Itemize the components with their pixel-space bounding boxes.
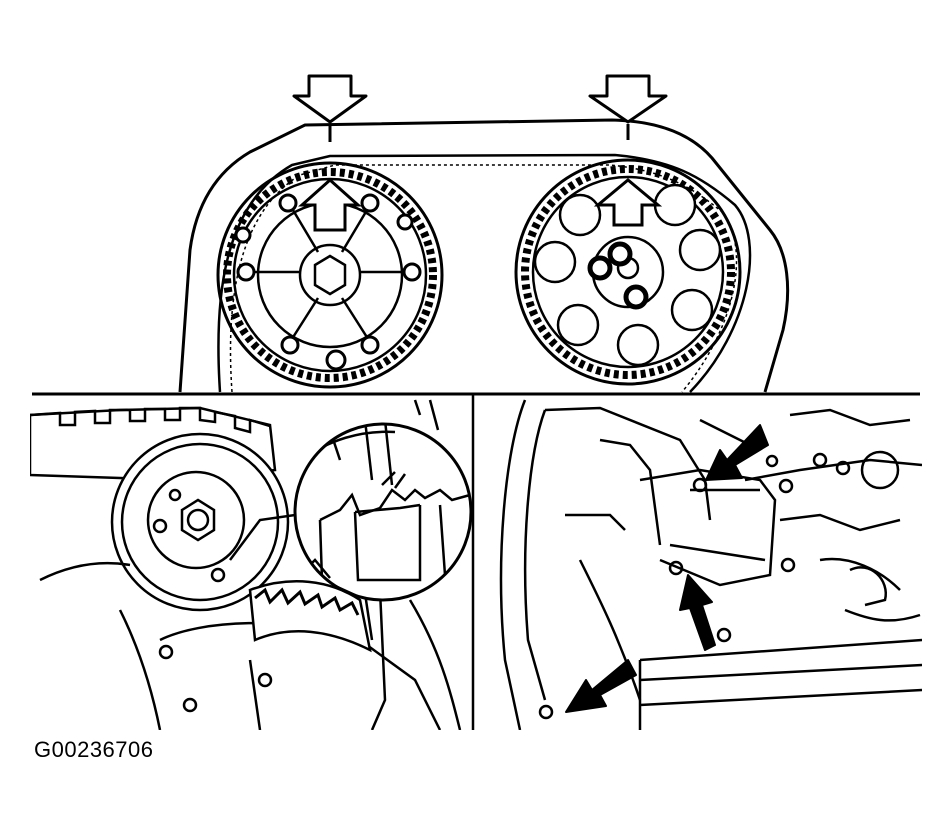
alignment-arrow-right xyxy=(588,74,668,140)
bolt-arrow-upper xyxy=(705,424,769,481)
detail-magnifier xyxy=(293,422,473,602)
bottom-right-panel xyxy=(499,399,922,730)
bolt-arrow-lower xyxy=(565,659,637,713)
bolt-arrow-middle xyxy=(679,574,716,651)
alignment-arrow-left xyxy=(292,74,368,142)
bottom-left-panel xyxy=(30,399,462,730)
figure-id-label: G00236706 xyxy=(34,737,154,762)
right-camshaft-sprocket xyxy=(514,158,742,386)
sprocket-mark-arrow-left xyxy=(298,177,362,232)
sprocket-mark-arrow-right xyxy=(593,178,663,227)
left-camshaft-sprocket xyxy=(216,161,444,389)
timing-cover-outline xyxy=(178,118,790,393)
